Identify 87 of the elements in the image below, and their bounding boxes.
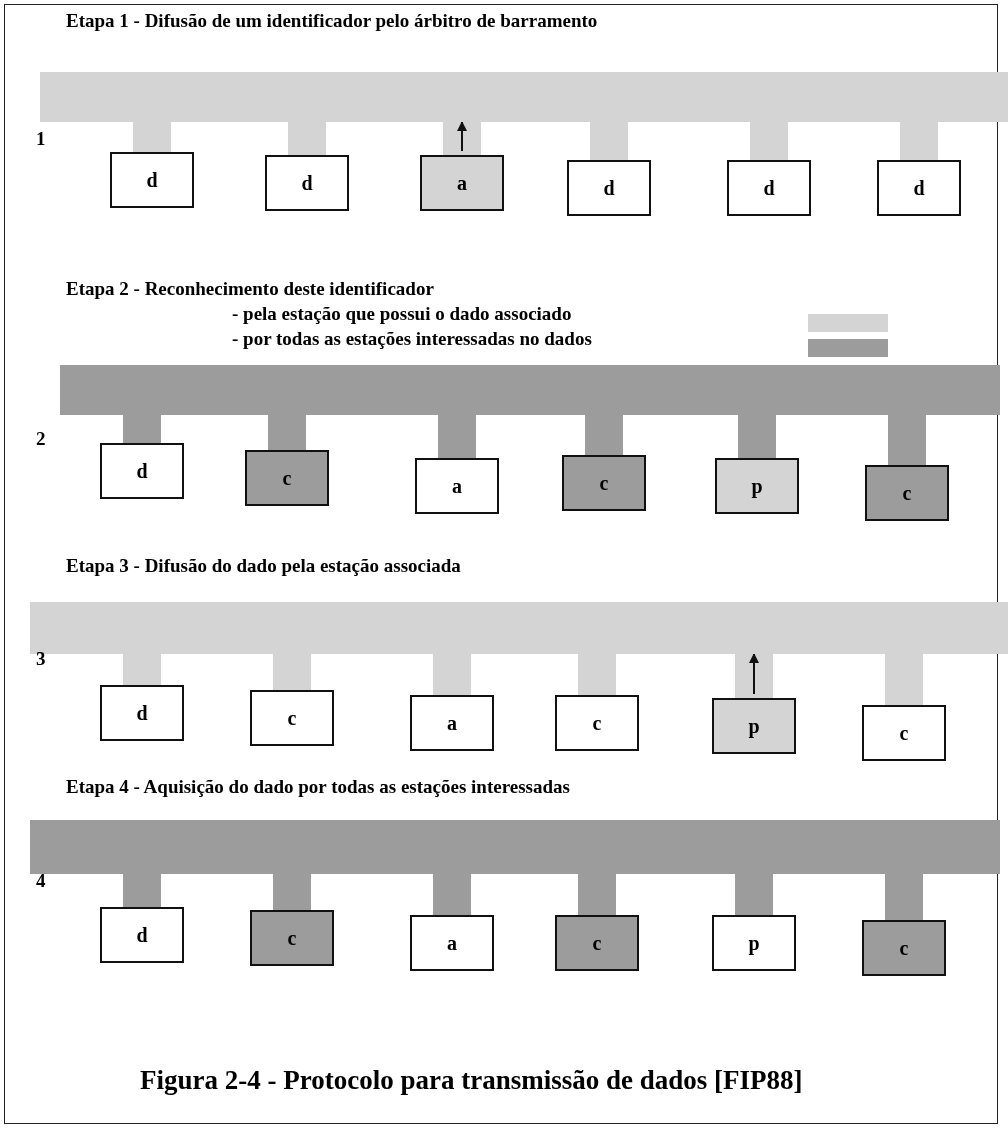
station-letter: c xyxy=(902,481,912,505)
station-letter: d xyxy=(136,923,148,947)
bus-stub xyxy=(578,874,616,915)
station-letter: c xyxy=(899,721,909,745)
bus-stub xyxy=(433,654,471,695)
arrow xyxy=(457,121,467,152)
bus-stub xyxy=(738,415,776,458)
bus-stub xyxy=(900,122,938,160)
bus-stub xyxy=(590,122,628,160)
bus-stub xyxy=(123,415,161,443)
bus-stub xyxy=(888,415,926,465)
station-letter: c xyxy=(592,711,602,735)
bus-stub xyxy=(735,874,773,915)
station-letter: d xyxy=(603,176,615,200)
station-letter: d xyxy=(763,176,775,200)
station-letter: c xyxy=(899,936,909,960)
station-letter: p xyxy=(751,474,763,498)
bus-bar xyxy=(60,365,1000,415)
station-box xyxy=(100,685,184,741)
station-box xyxy=(727,160,811,216)
bus-stub xyxy=(288,122,326,155)
station-box xyxy=(877,160,961,216)
bus-stub xyxy=(438,415,476,458)
legend-label: - pela estação que possui o dado associado xyxy=(232,303,572,325)
bus-stub xyxy=(578,654,616,695)
station-box xyxy=(415,458,499,514)
station-box xyxy=(250,910,334,966)
station-box xyxy=(420,155,504,211)
station-letter: c xyxy=(592,931,602,955)
bus-stub xyxy=(273,654,311,690)
station-box xyxy=(110,152,194,208)
station-letter: p xyxy=(748,714,760,738)
station-box xyxy=(567,160,651,216)
arrow xyxy=(749,653,759,695)
station-box xyxy=(265,155,349,211)
station-box xyxy=(862,705,946,761)
bus-stub xyxy=(585,415,623,455)
step-number: 2 xyxy=(36,428,46,450)
station-letter: c xyxy=(599,471,609,495)
station-box xyxy=(555,695,639,751)
station-box xyxy=(715,458,799,514)
step-number: 4 xyxy=(36,870,46,892)
station-letter: a xyxy=(457,171,467,195)
station-box xyxy=(562,455,646,511)
station-letter: d xyxy=(913,176,925,200)
bus-stub xyxy=(123,654,161,685)
step-number: 1 xyxy=(36,128,46,150)
station-box xyxy=(712,698,796,754)
station-letter: p xyxy=(748,931,760,955)
station-letter: a xyxy=(447,711,457,735)
station-letter: d xyxy=(301,171,313,195)
station-box xyxy=(100,443,184,499)
station-box xyxy=(100,907,184,963)
station-box xyxy=(410,915,494,971)
station-letter: c xyxy=(287,926,297,950)
bus-stub xyxy=(133,122,171,152)
station-box xyxy=(862,920,946,976)
bus-stub xyxy=(433,874,471,915)
stage-heading: Etapa 1 - Difusão de um identificador pelo árbitro de barramento xyxy=(66,10,598,32)
station-letter: d xyxy=(136,701,148,725)
station-letter: c xyxy=(282,466,292,490)
bus-stub xyxy=(750,122,788,160)
bus-stub xyxy=(885,654,923,705)
bus-bar xyxy=(30,602,1008,654)
station-letter: d xyxy=(136,459,148,483)
station-letter: a xyxy=(452,474,462,498)
bus-stub xyxy=(123,874,161,907)
station-box xyxy=(410,695,494,751)
station-letter: c xyxy=(287,706,297,730)
station-box xyxy=(250,690,334,746)
stage-heading: Etapa 4 - Aquisição do dado por todas as estações interessadas xyxy=(66,776,570,798)
bus-bar xyxy=(30,820,1000,874)
bus-bar xyxy=(40,72,1008,122)
bus-stub xyxy=(268,415,306,450)
bus-stub xyxy=(273,874,311,910)
station-box xyxy=(865,465,949,521)
figure-caption: Figura 2-4 - Protocolo para transmissão de dados [FIP88] xyxy=(140,1065,803,1096)
station-box xyxy=(712,915,796,971)
bus-stub xyxy=(885,874,923,920)
step-number: 3 xyxy=(36,648,46,670)
station-letter: a xyxy=(447,931,457,955)
station-letter: d xyxy=(146,168,158,192)
stage-heading: Etapa 2 - Reconhecimento deste identificador xyxy=(66,278,434,300)
stage-heading: Etapa 3 - Difusão do dado pela estação associada xyxy=(66,555,461,577)
station-box xyxy=(245,450,329,506)
station-box xyxy=(555,915,639,971)
legend-label: - por todas as estações interessadas no dados xyxy=(232,328,592,350)
